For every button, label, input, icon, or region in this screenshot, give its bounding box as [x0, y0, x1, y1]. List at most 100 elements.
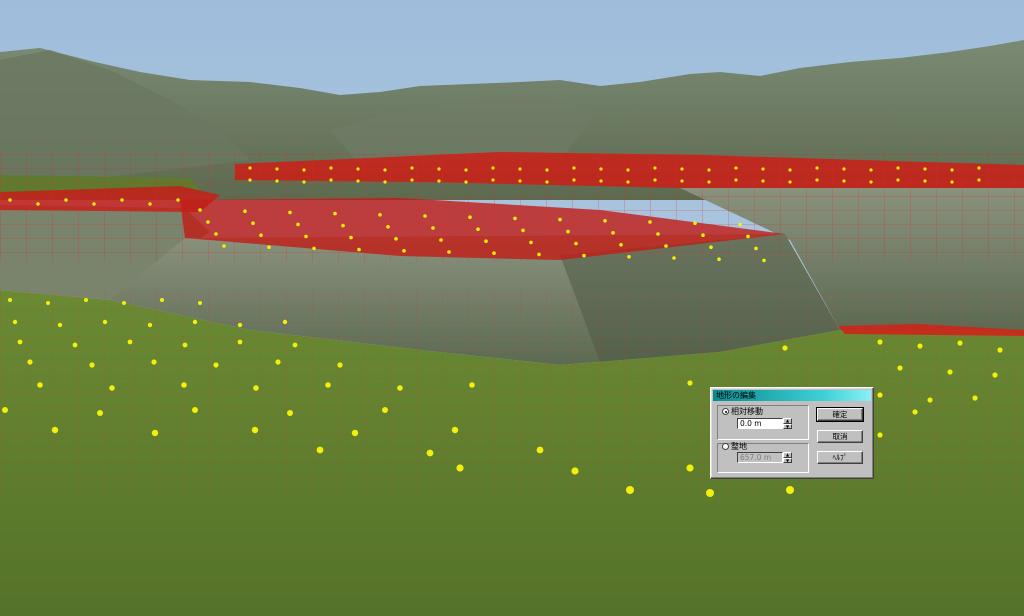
control-point[interactable] [599, 179, 603, 183]
control-point[interactable] [912, 409, 918, 415]
control-point[interactable] [786, 486, 794, 494]
control-point[interactable] [51, 426, 59, 434]
control-point[interactable] [815, 178, 819, 182]
control-point[interactable] [648, 220, 652, 224]
control-point[interactable] [706, 489, 714, 497]
control-point[interactable] [491, 178, 495, 182]
control-point[interactable] [464, 168, 468, 172]
control-point[interactable] [89, 362, 95, 368]
control-point[interactable] [64, 198, 68, 202]
control-point[interactable] [394, 237, 398, 241]
control-point[interactable] [897, 365, 903, 371]
control-point[interactable] [484, 239, 488, 243]
control-point[interactable] [653, 166, 657, 170]
control-point[interactable] [248, 178, 252, 182]
control-point[interactable] [292, 342, 298, 348]
control-point[interactable] [37, 382, 43, 388]
control-point[interactable] [206, 220, 210, 224]
control-point[interactable] [611, 231, 615, 235]
control-point[interactable] [127, 339, 133, 345]
control-point[interactable] [842, 179, 846, 183]
control-point[interactable] [72, 342, 78, 348]
control-point[interactable] [329, 166, 333, 170]
dialog-titlebar[interactable]: 地形の編集 [713, 390, 871, 401]
control-point[interactable] [275, 359, 281, 365]
control-point[interactable] [869, 180, 873, 184]
control-point[interactable] [148, 202, 152, 206]
relative-move-input[interactable]: 0.0 m [737, 418, 783, 429]
control-point[interactable] [109, 385, 115, 391]
control-point[interactable] [842, 167, 846, 171]
control-point[interactable] [877, 432, 883, 438]
control-point[interactable] [599, 167, 603, 171]
level-stepper[interactable]: ▲ ▼ [783, 452, 792, 463]
control-point[interactable] [476, 227, 480, 231]
control-point[interactable] [437, 167, 441, 171]
control-point[interactable] [312, 246, 316, 251]
control-point[interactable] [664, 244, 668, 248]
control-point[interactable] [213, 362, 219, 368]
control-point[interactable] [337, 362, 343, 368]
control-point[interactable] [977, 166, 981, 170]
stepper-down-icon[interactable]: ▼ [783, 457, 792, 463]
control-point[interactable] [176, 198, 180, 202]
stepper-up-icon[interactable]: ▲ [783, 418, 792, 424]
control-point[interactable] [356, 167, 360, 171]
control-point[interactable] [923, 179, 927, 183]
control-point[interactable] [302, 168, 306, 172]
control-point[interactable] [341, 223, 345, 228]
control-point[interactable] [351, 429, 359, 437]
control-point[interactable] [653, 178, 657, 182]
control-point[interactable] [92, 202, 96, 206]
control-point[interactable] [518, 179, 522, 183]
control-point[interactable] [357, 247, 361, 252]
control-point[interactable] [316, 446, 324, 454]
control-point[interactable] [36, 202, 40, 206]
control-point[interactable] [896, 166, 900, 170]
control-point[interactable] [469, 382, 475, 388]
control-point[interactable] [214, 232, 218, 236]
control-point[interactable] [57, 322, 63, 328]
control-point[interactable] [761, 167, 765, 171]
level-radio[interactable] [722, 443, 729, 450]
control-point[interactable] [917, 343, 923, 349]
control-point[interactable] [582, 253, 586, 258]
control-point[interactable] [151, 429, 159, 437]
control-point[interactable] [545, 168, 549, 172]
control-point[interactable] [468, 215, 472, 219]
control-point[interactable] [680, 167, 684, 171]
control-point[interactable] [693, 221, 697, 225]
control-point[interactable] [572, 178, 576, 182]
control-point[interactable] [927, 397, 933, 403]
level-input[interactable]: 657.0 m [737, 452, 783, 463]
control-point[interactable] [97, 410, 103, 416]
control-point[interactable] [626, 168, 630, 172]
control-point[interactable] [574, 241, 578, 246]
control-point[interactable] [383, 180, 387, 184]
control-point[interactable] [84, 298, 88, 302]
control-point[interactable] [27, 359, 33, 365]
control-point[interactable] [386, 225, 390, 229]
control-point[interactable] [626, 486, 634, 494]
control-point[interactable] [304, 234, 308, 239]
control-point[interactable] [491, 166, 495, 170]
control-point[interactable] [349, 235, 353, 240]
control-point[interactable] [464, 180, 468, 184]
control-point[interactable] [950, 168, 954, 172]
control-point[interactable] [734, 166, 738, 170]
control-point[interactable] [431, 226, 435, 230]
control-point[interactable] [950, 180, 954, 184]
control-point[interactable] [738, 222, 742, 227]
control-point[interactable] [282, 319, 288, 325]
control-point[interactable] [571, 467, 579, 475]
control-point[interactable] [537, 252, 541, 257]
control-point[interactable] [237, 339, 243, 345]
relative-move-radio[interactable] [722, 408, 729, 415]
control-point[interactable] [288, 210, 292, 215]
control-point[interactable] [992, 372, 998, 378]
control-point[interactable] [447, 250, 451, 254]
control-point[interactable] [302, 180, 306, 184]
control-point[interactable] [122, 301, 126, 305]
control-point[interactable] [259, 233, 263, 237]
